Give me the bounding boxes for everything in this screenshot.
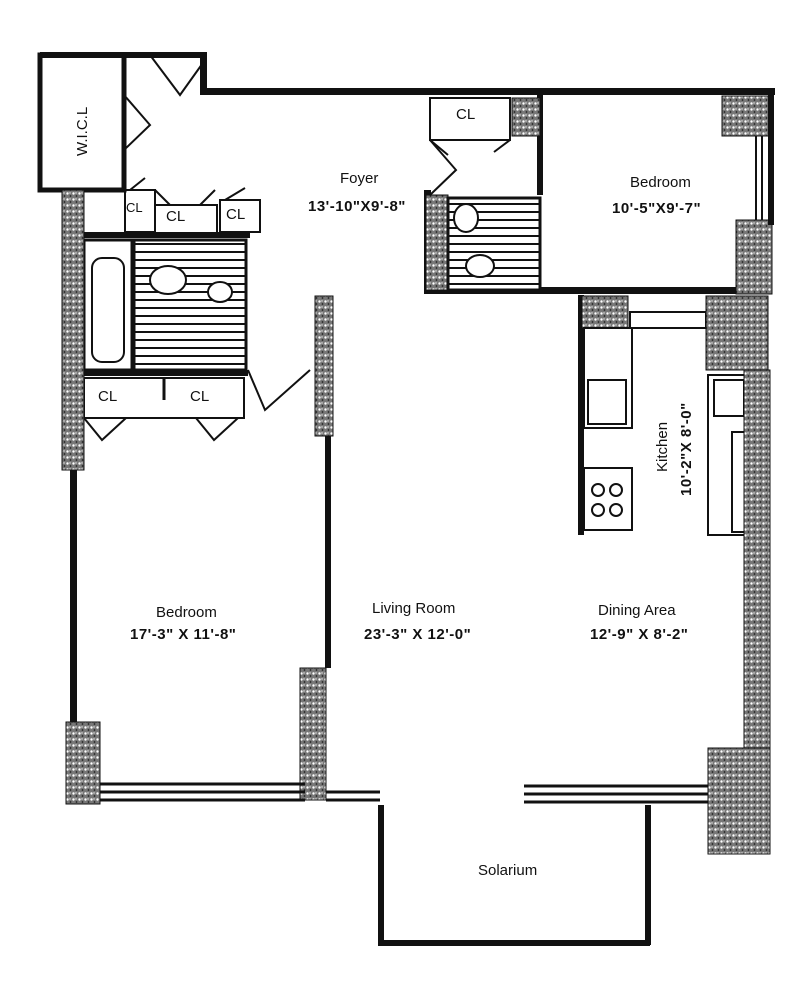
wall-wicl-top [40,52,205,58]
room-label-wicl: W.I.C.L [74,106,91,156]
bedroom-ne-walls [424,95,774,295]
closet-label-foyer: CL [166,208,186,225]
room-dims-living: 23'-3" X 12'-0" [364,626,472,643]
wall-se-stone [707,747,771,855]
kitchen-fixtures [578,295,769,536]
partition-upper [314,295,334,437]
closet-label-foyer-small: CL [126,200,143,215]
room-dims-kitchen: 10'-2"X 8'-0" [678,402,695,496]
room-label-living: Living Room [372,600,456,617]
closet-label-bedroom-w-1: CL [98,388,118,405]
wall-east-stone [743,369,771,751]
closet-label-foyer-right: CL [226,206,246,223]
room-label-bedroom-w: Bedroom [156,604,217,621]
wall-entry-jamb [200,52,207,95]
partition-mid [325,436,331,668]
room-label-solarium: Solarium [478,862,538,879]
bathroom-w [80,232,311,412]
room-label-kitchen: Kitchen [654,421,671,472]
closet-ne [429,97,511,156]
wall-west-stone [61,189,85,471]
room-dims-foyer: 13'-10"X9'-8" [308,198,406,215]
room-dims-bedroom-w: 17'-3" X 11'-8" [130,626,237,643]
bathroom-ne [429,139,542,292]
room-dims-dining: 12'-9" X 8'-2" [590,626,689,643]
partition-lower [299,667,327,801]
room-dims-bedroom-ne: 10'-5"X9'-7" [612,200,702,217]
room-label-dining: Dining Area [598,602,676,619]
room-label-bedroom-ne: Bedroom [630,174,691,191]
wall-sw-stone [65,721,101,805]
solarium-walls [378,805,651,946]
wicl-closet [37,52,206,193]
wall-top-foyer [205,88,775,95]
room-label-foyer: Foyer [340,170,379,187]
closet-label-ne: CL [456,106,476,123]
wall-west [70,470,77,725]
south-window-wall [100,782,708,804]
closet-label-bedroom-w-2: CL [190,388,210,405]
